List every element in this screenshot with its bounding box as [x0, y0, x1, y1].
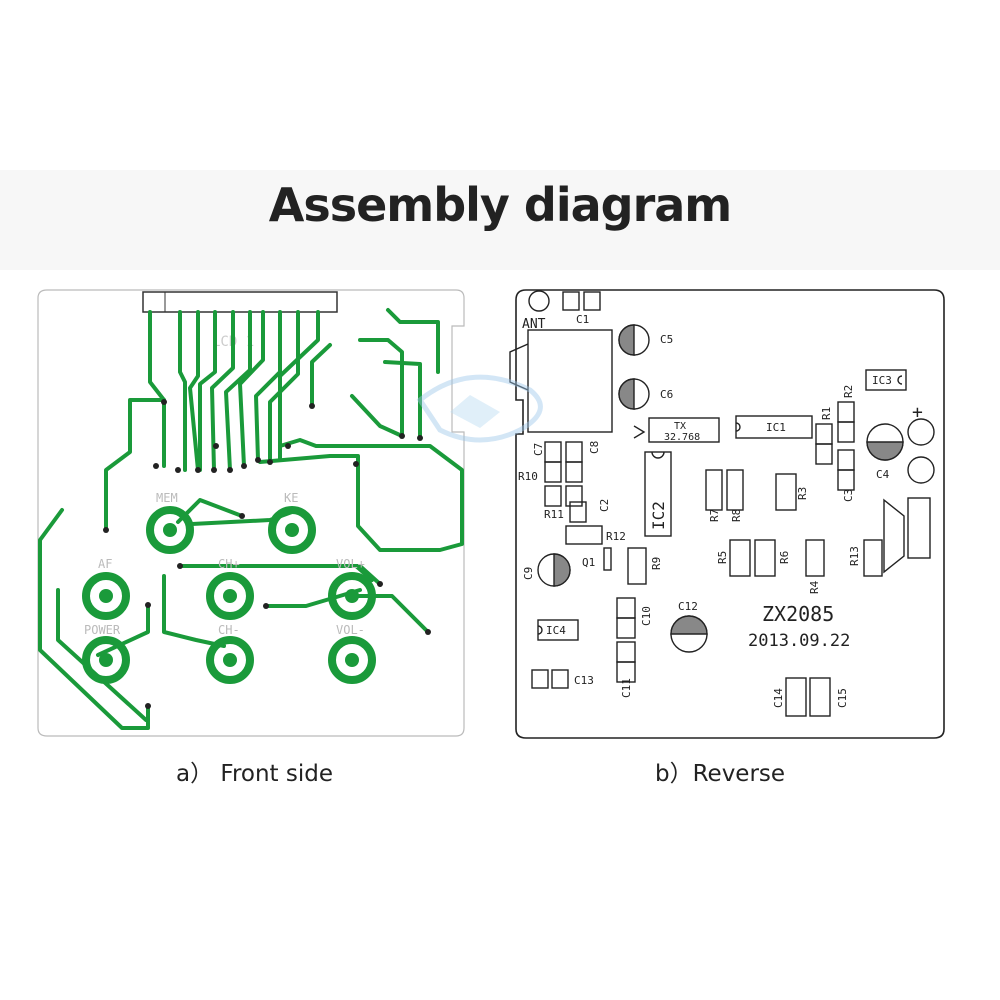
- ic1: [735, 415, 813, 439]
- watermark-logo: [416, 374, 543, 443]
- label-date: 2013.09.22: [748, 631, 850, 651]
- label-ch-plus: CH+: [218, 557, 240, 571]
- title-band: [0, 170, 1000, 270]
- label-r10: R10: [518, 470, 538, 483]
- label-r6: R6: [778, 551, 791, 564]
- caption-front-side: a） Front side: [176, 761, 334, 787]
- label-r5: R5: [716, 551, 729, 564]
- label-c14: C14: [772, 688, 785, 708]
- label-vol-minus: VOL-: [336, 623, 365, 637]
- label-ch-minus: CH-: [218, 623, 240, 637]
- label-c9: C9: [522, 567, 535, 580]
- label-c10: C10: [640, 606, 653, 626]
- ant-pad: [528, 290, 550, 312]
- lcd-connector: [142, 291, 338, 313]
- label-c15: C15: [836, 688, 849, 708]
- label-c3: C3: [842, 489, 855, 502]
- label-tx-freq: 32.768: [664, 432, 700, 443]
- pad-mem: [146, 506, 194, 554]
- pad-power: [82, 636, 130, 684]
- label-q1: Q1: [582, 556, 595, 569]
- label-vol-plus: VOL+: [336, 557, 365, 571]
- label-af: AF: [98, 557, 112, 571]
- reverse-labels: ANT C1 C5 C6 IC3 + TX 32.768 IC1 R1 R2 C…: [518, 313, 923, 708]
- ic2: [644, 451, 672, 537]
- pad-ch-plus: [206, 572, 254, 620]
- label-r7: R7: [708, 509, 721, 522]
- label-r11: R11: [544, 508, 564, 521]
- reverse-board: [509, 289, 945, 739]
- label-ant: ANT: [522, 317, 546, 332]
- label-r13: R13: [848, 546, 861, 566]
- label-c6: C6: [660, 388, 673, 401]
- label-ic1: IC1: [766, 421, 786, 434]
- crystal-tx: [648, 417, 720, 443]
- label-r3: R3: [796, 487, 809, 500]
- ic4: [537, 619, 579, 641]
- pad-vol-plus: [328, 572, 376, 620]
- label-ic3: IC3: [872, 374, 892, 387]
- ic3: [865, 369, 907, 391]
- cap-c9: [537, 553, 571, 587]
- front-board: LCD 1: [37, 289, 465, 737]
- label-tx: TX: [674, 421, 686, 432]
- label-c2: C2: [598, 499, 611, 512]
- label-c5: C5: [660, 333, 673, 346]
- vias: [103, 399, 431, 709]
- label-r2: R2: [842, 385, 855, 398]
- cap-c12: [670, 615, 708, 653]
- label-r8: R8: [730, 509, 743, 522]
- label-plus: +: [912, 402, 923, 423]
- pad-ch-minus: [206, 636, 254, 684]
- label-c13: C13: [574, 674, 594, 687]
- cap-c4: [866, 423, 904, 461]
- cap-c5: [618, 324, 650, 356]
- caption-reverse: b）Reverse: [655, 761, 786, 787]
- label-c7: C7: [532, 443, 545, 456]
- label-r9: R9: [650, 557, 663, 570]
- pad-vol-minus: [328, 636, 376, 684]
- pad-af: [82, 572, 130, 620]
- label-ke: KE: [284, 491, 298, 505]
- label-c4: C4: [876, 468, 890, 481]
- cap-c6: [618, 378, 650, 410]
- label-c11: C11: [620, 678, 633, 698]
- audio-jack: [527, 329, 613, 433]
- label-c1: C1: [576, 313, 589, 326]
- label-mem: MEM: [156, 491, 178, 505]
- label-c12: C12: [678, 600, 698, 613]
- traces: [38, 308, 464, 730]
- label-r1: R1: [820, 407, 833, 420]
- front-pads: [82, 506, 376, 684]
- label-model: ZX2085: [762, 602, 834, 626]
- label-c8: C8: [588, 441, 601, 454]
- label-r4: R4: [808, 580, 821, 594]
- page-title: Assembly diagram: [268, 178, 733, 232]
- label-ic4: IC4: [546, 624, 566, 637]
- label-power: POWER: [84, 623, 121, 637]
- label-r12: R12: [606, 530, 626, 543]
- speaker-icon: [883, 498, 905, 574]
- pad-ke: [268, 506, 316, 554]
- pad-labels: MEM KE AF CH+ VOL+ POWER CH- VOL-: [84, 491, 365, 637]
- label-ic2: IC2: [649, 501, 668, 530]
